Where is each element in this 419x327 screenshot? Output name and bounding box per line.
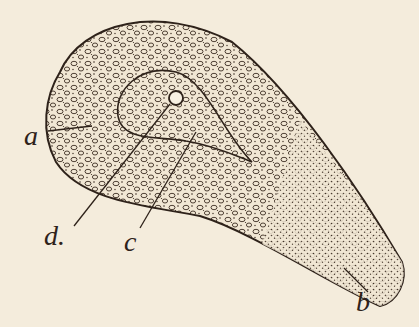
inner-contour (118, 71, 252, 162)
leader-line (140, 132, 196, 228)
part-letter: d. (44, 222, 65, 250)
fine-stipple-tail (262, 120, 404, 306)
part-letter: a (24, 122, 38, 150)
leader-line (48, 126, 92, 131)
organ-outline (46, 22, 404, 306)
central-cavity (169, 91, 183, 105)
part-letter: b (356, 288, 370, 316)
leader-line (74, 104, 170, 226)
part-letter: c (124, 228, 136, 256)
